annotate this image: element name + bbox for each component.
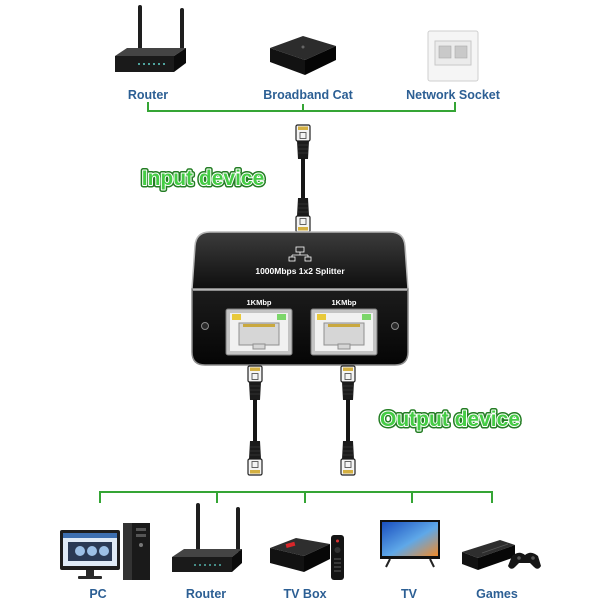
port-led-yellow bbox=[232, 314, 241, 320]
wall-socket-icon bbox=[427, 30, 479, 82]
game-controller-icon bbox=[508, 552, 541, 569]
ethernet-port-1 bbox=[225, 308, 293, 356]
pc-icon bbox=[60, 523, 150, 580]
network-icon bbox=[288, 246, 312, 262]
rj45-plug-icon bbox=[295, 124, 311, 160]
port-label-1: 1KMbp bbox=[247, 298, 272, 307]
bottom-device-label-tvbox: TV Box bbox=[283, 587, 326, 600]
screw-hole bbox=[201, 322, 209, 330]
bottom-device-label-tv: TV bbox=[401, 587, 418, 600]
remote-control-icon bbox=[331, 535, 344, 580]
top-device-label-socket: Network Socket bbox=[406, 88, 501, 102]
tv-icon bbox=[380, 520, 440, 568]
rj45-plug-icon bbox=[340, 440, 356, 476]
port-label-2: 1KMbp bbox=[332, 298, 357, 307]
port-led-green bbox=[362, 314, 371, 320]
router-icon bbox=[172, 503, 242, 572]
splitter-top-face bbox=[191, 231, 409, 290]
splitter-device: 1000Mbps 1x2 Splitter 1KMbp 1KMbp bbox=[191, 231, 409, 366]
rj45-plug-icon bbox=[247, 365, 263, 401]
top-device-label-router: Router bbox=[128, 88, 168, 102]
input-device-label: Input device Input device bbox=[139, 165, 267, 193]
output-bracket-line bbox=[99, 491, 493, 503]
input-bracket-line bbox=[147, 102, 456, 112]
output-device-label-outline: Output device bbox=[380, 408, 520, 431]
rj45-plug-icon bbox=[340, 365, 356, 401]
router-icon bbox=[115, 5, 186, 72]
bottom-device-label-games: Games bbox=[476, 587, 518, 600]
bottom-device-label-router: Router bbox=[186, 587, 226, 600]
modem-icon bbox=[270, 36, 336, 75]
splitter-title: 1000Mbps 1x2 Splitter bbox=[255, 266, 345, 276]
ethernet-port-2 bbox=[310, 308, 378, 356]
screw-hole bbox=[391, 322, 399, 330]
tv-box-icon bbox=[270, 538, 330, 572]
rj45-plug-icon bbox=[247, 440, 263, 476]
output-device-label-text: Output device bbox=[380, 408, 520, 431]
bottom-device-label-pc: PC bbox=[89, 587, 106, 600]
port-led-green bbox=[277, 314, 286, 320]
port-led-yellow bbox=[317, 314, 326, 320]
top-device-label-broadband: Broadband Cat bbox=[263, 88, 353, 102]
rj45-plug-icon bbox=[295, 197, 311, 233]
input-device-label-text: Input device bbox=[142, 167, 265, 190]
input-device-label-outline: Input device bbox=[142, 167, 265, 190]
output-device-label: Output device Output device bbox=[377, 406, 522, 434]
game-console-icon bbox=[462, 540, 515, 570]
